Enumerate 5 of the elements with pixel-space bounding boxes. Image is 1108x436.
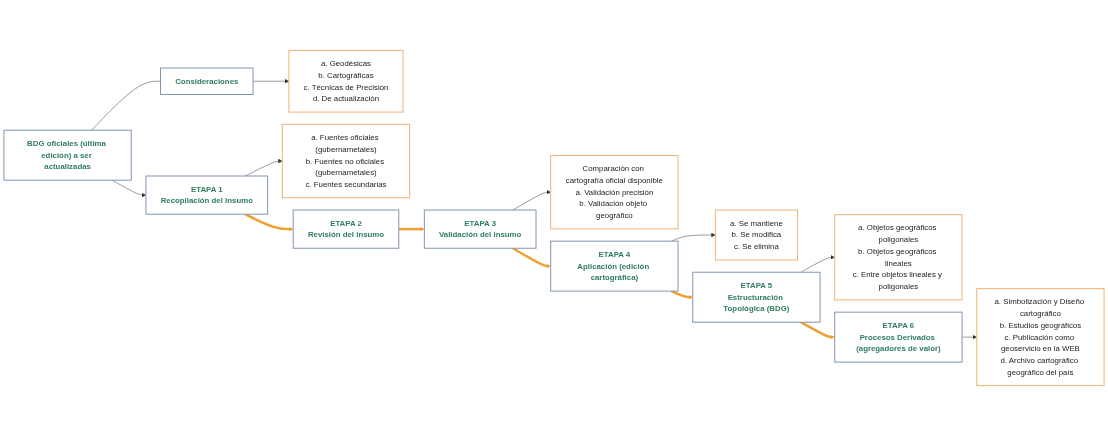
arrow [244, 213, 294, 232]
arrow [670, 289, 693, 300]
arrow [512, 247, 551, 269]
arrow [398, 227, 425, 232]
arrow [800, 321, 835, 340]
